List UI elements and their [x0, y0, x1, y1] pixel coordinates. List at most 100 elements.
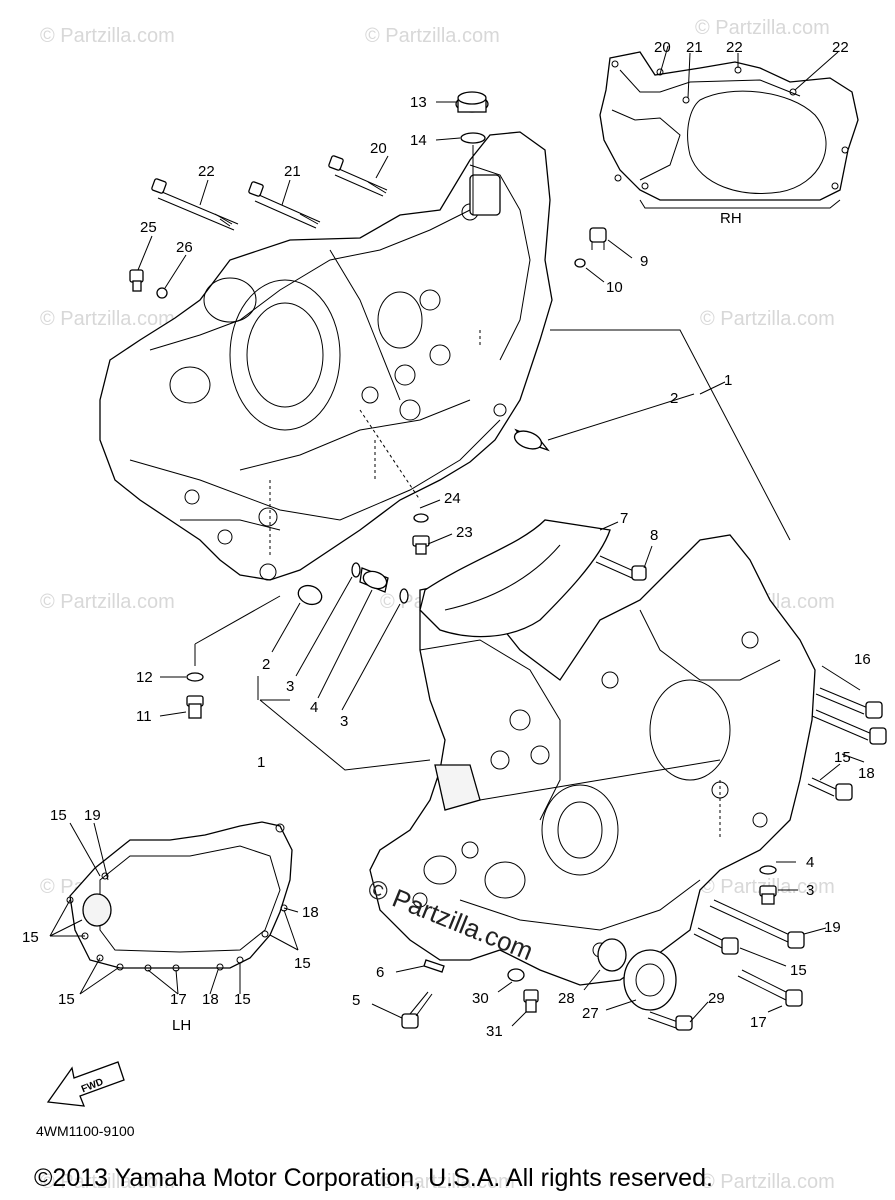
watermark-text: © Partzilla.com [40, 1171, 175, 1193]
callout-15: 15 [50, 807, 67, 824]
fwd-arrow-icon: FWD [46, 1061, 125, 1107]
callout-31: 31 [486, 1023, 503, 1040]
callout-16: 16 [854, 651, 871, 668]
dowel-2 [513, 428, 550, 452]
bolt-15 [807, 777, 853, 801]
callout-5: 5 [352, 992, 360, 1009]
bolt-25 [129, 269, 144, 292]
watermark-text: © Partzilla.com [380, 1171, 515, 1193]
callout-24: 24 [444, 490, 461, 507]
callout-20: 20 [654, 39, 671, 56]
callout-19: 19 [824, 919, 841, 936]
bolt-23 [412, 535, 430, 555]
oring-3 [399, 588, 409, 604]
cover-7 [419, 519, 611, 638]
callout-15: 15 [790, 962, 807, 979]
callout-2: 2 [262, 656, 270, 673]
callout-3: 3 [806, 882, 814, 899]
callout-27: 27 [582, 1005, 599, 1022]
callout-8: 8 [650, 527, 658, 544]
bolt-31 [523, 989, 539, 1013]
callout-3: 3 [340, 713, 348, 730]
watermark-text: © Partzilla.com [365, 25, 500, 47]
callout-4: 4 [806, 854, 814, 871]
bolt-20 [328, 155, 388, 197]
washer-24 [413, 513, 429, 523]
bolt-29 [647, 1011, 693, 1031]
oring-28 [597, 938, 627, 972]
washer-4 [759, 865, 777, 875]
bolt-9 [589, 227, 607, 250]
watermark-text: © Partzilla.com [700, 308, 835, 330]
callout-18: 18 [858, 765, 875, 782]
bolt-5 [401, 991, 433, 1029]
assembly-outline-1 [259, 329, 791, 771]
callout-18: 18 [202, 991, 219, 1008]
callout-14: 14 [410, 132, 427, 149]
rh-label: RH [720, 210, 742, 227]
bolt-17 [737, 969, 803, 1007]
callout-22: 22 [726, 39, 743, 56]
watermark-text: © Partzilla.com [700, 1171, 835, 1193]
washer-26 [156, 287, 168, 299]
callout-28: 28 [558, 990, 575, 1007]
callout-20: 20 [370, 140, 387, 157]
callout-10: 10 [606, 279, 623, 296]
rh-crankcase-view: 20 21 22 22 RH [599, 39, 859, 227]
washer-30 [507, 968, 525, 982]
callout-19: 19 [84, 807, 101, 824]
callout-21: 21 [284, 163, 301, 180]
callout-23: 23 [456, 524, 473, 541]
callout-18: 18 [302, 904, 319, 921]
callout-15: 15 [294, 955, 311, 972]
bolt-3 [759, 885, 777, 905]
callout-30: 30 [472, 990, 489, 1007]
callout-11: 11 [136, 708, 152, 725]
callout-2: 2 [670, 390, 678, 407]
oring-3 [351, 562, 361, 578]
callout-25: 25 [140, 219, 157, 236]
callout-26: 26 [176, 239, 193, 256]
bolt-21 [248, 181, 321, 229]
bolt-8 [595, 555, 647, 581]
callout-21: 21 [686, 39, 703, 56]
callout-15: 15 [834, 749, 851, 766]
bolt-18 [811, 709, 887, 745]
bolt-15 [693, 927, 739, 955]
callout-17: 17 [750, 1014, 767, 1031]
callout-22: 22 [832, 39, 849, 56]
washer-10 [574, 258, 586, 268]
clip-6 [423, 959, 445, 973]
washer-12 [186, 672, 204, 682]
copyright-text: ©2013 Yamaha Motor Corporation, U.S.A. A… [34, 1164, 713, 1192]
callout-17: 17 [170, 991, 187, 1008]
callout-15: 15 [234, 991, 251, 1008]
alignment-lines [269, 330, 721, 840]
callout-12: 12 [136, 669, 153, 686]
bolt-16 [815, 687, 883, 719]
dowel-2 [297, 584, 323, 606]
left-crankcase-half [99, 131, 553, 581]
callout-6: 6 [376, 964, 384, 981]
bolt-19 [709, 899, 805, 949]
oring-14 [460, 132, 486, 144]
pipe-4 [359, 567, 389, 593]
watermark-text: © Partzilla.com [695, 17, 830, 39]
callout-1: 1 [257, 754, 265, 771]
callout-1: 1 [724, 372, 732, 389]
plug-13 [455, 91, 489, 113]
watermark-text: © Partzilla.com [40, 591, 175, 613]
lh-cover-view: LH [49, 821, 299, 1034]
callout-13: 13 [410, 94, 427, 111]
callout-15: 15 [22, 929, 39, 946]
callout-7: 7 [620, 510, 628, 527]
leader-lines [137, 101, 865, 1027]
callout-22: 22 [198, 163, 215, 180]
bolt-11 [186, 695, 204, 719]
callout-4: 4 [310, 699, 318, 716]
callout-29: 29 [708, 990, 725, 1007]
diagram-code: 4WM1100-9100 [36, 1123, 135, 1139]
watermark-text: © Partzilla.com [40, 25, 175, 47]
bolt-22 [151, 178, 239, 231]
